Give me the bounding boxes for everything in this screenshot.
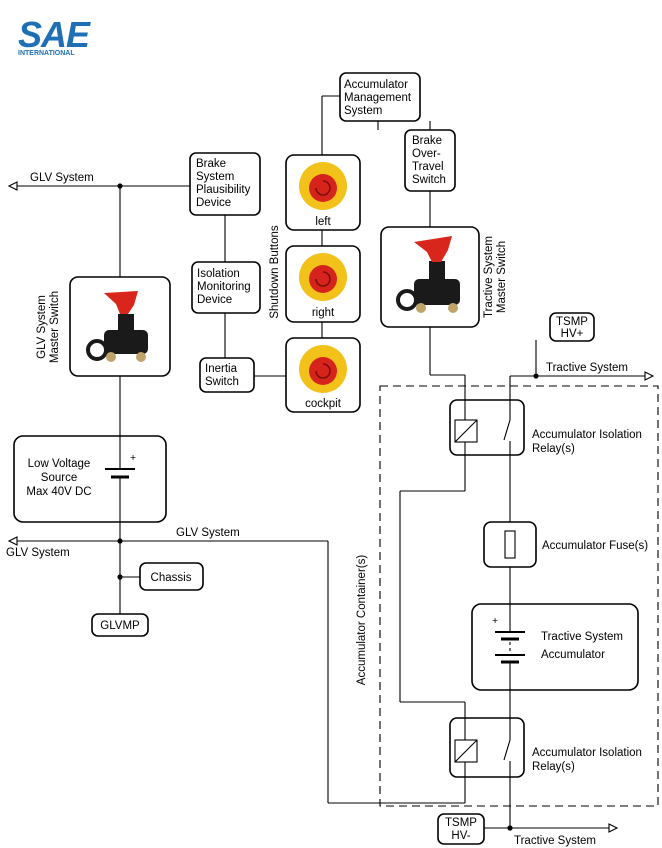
bspd-line-2: System (196, 171, 234, 183)
accumulator-battery-symbol (495, 604, 525, 690)
shutdown-button-left-label: left (315, 216, 331, 228)
glv-master-switch-icon (86, 291, 148, 362)
shutdown-button-cockpit: cockpit (285, 337, 361, 413)
bots-line-3: Travel (412, 161, 444, 173)
arrowheads (7, 181, 655, 833)
accumulator-plus: + (492, 615, 498, 627)
ams-line-3: System (344, 105, 382, 117)
ams-line-1: Accumulator (344, 79, 408, 91)
bots-line-4: Switch (412, 174, 446, 186)
relay-coil-symbol (454, 400, 478, 455)
bspd-line-4: Device (196, 197, 231, 209)
tsmp-hv-minus-line-2: HV- (451, 830, 470, 842)
ams-line-2: Management (344, 92, 412, 104)
accumulator-isolation-relay-bottom: Accumulator Isolation Relay(s) (449, 717, 642, 778)
shutdown-buttons-label: Shutdown Buttons (269, 225, 281, 319)
bspd-line-3: Plausibility (196, 184, 251, 196)
accumulator-container-boundary (379, 385, 659, 807)
tractive-system-accumulator: + Tractive System Accumulator (471, 603, 639, 691)
tractive-master-switch-icon (396, 236, 460, 313)
relay-contact-symbol (503, 718, 511, 777)
relay-coil-symbol (454, 718, 478, 777)
low-voltage-source: Low Voltage Source Max 40V DC + (13, 435, 167, 523)
junction-dots (117, 183, 539, 831)
accumulator-fuse: Accumulator Fuse(s) (483, 521, 648, 568)
shutdown-button-left: left (285, 154, 361, 231)
glv-system-mid-label: GLV System (176, 527, 240, 539)
glv-master-switch: GLV System Master Switch (36, 276, 171, 377)
emergency-stop-icon (299, 162, 347, 210)
lv-source-line-3: Max 40V DC (26, 486, 91, 498)
relay-bottom-line-2: Relay(s) (532, 761, 575, 773)
accumulator-line-2: Accumulator (541, 649, 605, 661)
accumulator-line-1: Tractive System (541, 631, 623, 643)
chassis-label: Chassis (151, 572, 192, 584)
emergency-stop-icon (299, 345, 347, 393)
glvmp-label: GLVMP (100, 620, 140, 632)
shutdown-button-cockpit-label: cockpit (305, 398, 342, 410)
tractive-master-switch-label-1: Tractive System (483, 236, 495, 318)
relay-bottom-line-1: Accumulator Isolation (532, 747, 642, 759)
bots-line-2: Over- (412, 148, 441, 160)
imd-line-2: Monitoring (197, 281, 251, 293)
inertia-switch-box: Inertia Switch (199, 357, 255, 393)
accumulator-fuse-label: Accumulator Fuse(s) (542, 540, 648, 552)
tractive-system-top-label: Tractive System (546, 362, 628, 374)
lv-source-plus: + (130, 452, 136, 464)
sae-wordmark: SAE (18, 14, 91, 55)
bots-box: Brake Over- Travel Switch (404, 129, 456, 192)
tractive-system-bottom-label: Tractive System (514, 835, 596, 847)
bots-line-1: Brake (412, 135, 442, 147)
accumulator-container-label: Accumulator Container(s) (356, 555, 368, 686)
inertia-line-2: Switch (205, 376, 239, 388)
relay-top-line-1: Accumulator Isolation (532, 429, 642, 441)
glv-master-switch-label-1: GLV System (36, 295, 48, 359)
fuse-symbol (504, 530, 516, 559)
tsmp-hv-plus-line-1: TSMP (556, 316, 588, 328)
inertia-line-1: Inertia (205, 363, 238, 375)
glvmp-box: GLVMP (91, 613, 149, 637)
sae-subtitle: INTERNATIONAL (18, 50, 75, 57)
relay-contact-symbol (503, 400, 511, 455)
tsmp-hv-plus-line-2: HV+ (561, 328, 584, 340)
glv-system-left-label: GLV System (6, 547, 70, 559)
accumulator-isolation-relay-top: Accumulator Isolation Relay(s) (449, 399, 642, 456)
lv-source-line-2: Source (41, 472, 77, 484)
ams-box: Accumulator Management System (339, 72, 421, 122)
relay-top-line-2: Relay(s) (532, 443, 575, 455)
shutdown-button-right: right (285, 245, 361, 323)
imd-line-3: Device (197, 294, 232, 306)
chassis-box: Chassis (139, 562, 204, 591)
tsmp-hv-plus-box: TSMP HV+ (549, 312, 595, 342)
battery-symbol (105, 436, 135, 522)
tsmp-hv-minus-line-1: TSMP (445, 817, 477, 829)
tsmp-hv-minus-box: TSMP HV- (437, 813, 485, 845)
tractive-master-switch: Tractive System Master Switch (380, 226, 508, 328)
wires (14, 95, 648, 829)
imd-line-1: Isolation (197, 268, 240, 280)
glv-master-switch-label-2: Master Switch (49, 291, 61, 363)
tractive-master-switch-label-2: Master Switch (496, 241, 508, 313)
emergency-stop-icon (299, 253, 347, 301)
shutdown-button-right-label: right (312, 307, 335, 319)
imd-box: Isolation Monitoring Device (191, 261, 261, 314)
glv-system-top-label: GLV System (30, 172, 94, 184)
lv-source-line-1: Low Voltage (28, 458, 91, 470)
sae-logo: SAE INTERNATIONAL (18, 14, 92, 57)
bspd-line-1: Brake (196, 158, 226, 170)
bspd-box: Brake System Plausibility Device (189, 152, 261, 216)
